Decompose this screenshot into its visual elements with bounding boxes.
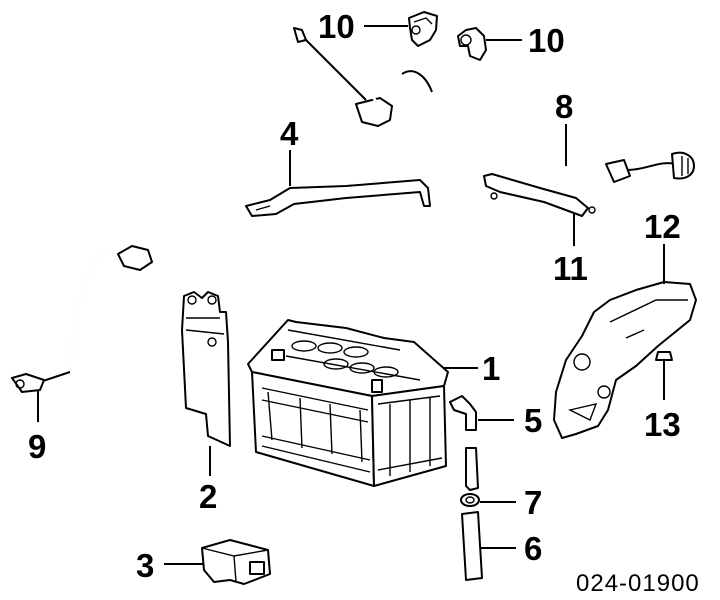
- ground-cable: [11, 245, 153, 393]
- vent-tube-upper: [465, 447, 479, 491]
- positive-cable: [293, 27, 695, 183]
- callout-8: 8: [555, 88, 573, 125]
- reference-code: 024-01900: [576, 570, 700, 597]
- hold-down-strap: [245, 179, 431, 217]
- leader-lines: [37, 25, 665, 565]
- battery: [247, 319, 449, 487]
- callout-labels: 1 2 3 4 5 6 7 8 9 10 10 11 12 13 024-019…: [28, 8, 700, 597]
- cable-clip-left: [408, 11, 438, 47]
- grommet: [460, 493, 480, 507]
- bolt: [655, 351, 673, 372]
- battery-clamp-block: [201, 539, 271, 585]
- callout-7: 7: [524, 484, 542, 521]
- callout-11: 11: [553, 250, 588, 287]
- callout-3: 3: [136, 547, 154, 584]
- callout-13: 13: [644, 406, 681, 443]
- callout-9: 9: [28, 428, 46, 465]
- callout-2: 2: [199, 478, 217, 515]
- battery-tray-bracket: [181, 291, 231, 447]
- callout-6: 6: [524, 530, 542, 567]
- vent-tube: [461, 511, 483, 581]
- vent-elbow: [449, 395, 477, 431]
- callout-1: 1: [482, 350, 500, 387]
- callout-10-left: 10: [318, 8, 355, 45]
- callout-12: 12: [644, 208, 681, 245]
- cable-cover: [483, 173, 596, 217]
- callout-5: 5: [524, 402, 542, 439]
- cable-clip-right: [457, 27, 487, 61]
- callout-4: 4: [280, 115, 299, 152]
- callout-10-right: 10: [528, 22, 565, 59]
